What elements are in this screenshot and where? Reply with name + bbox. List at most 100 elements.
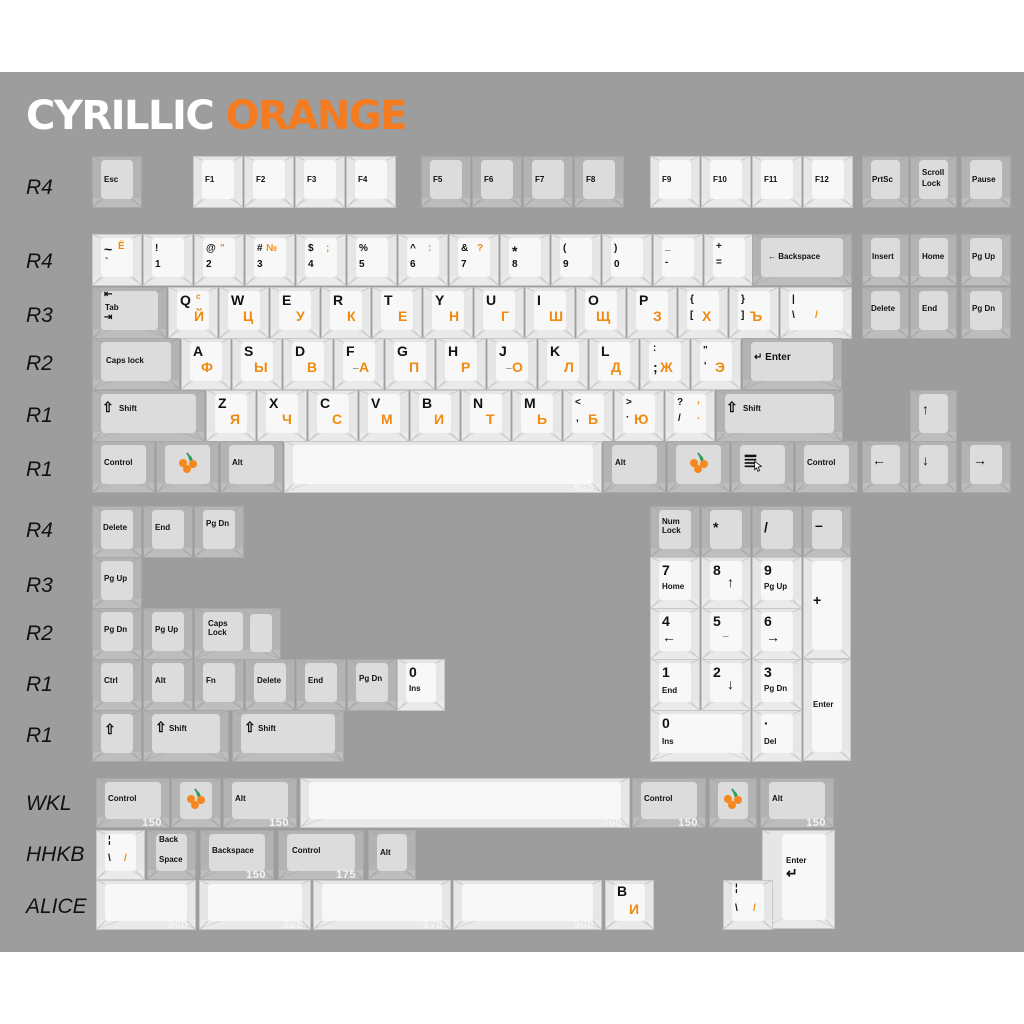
keycap-pg-dn[interactable]: Pg Dn — [194, 506, 244, 558]
keycap-f[interactable]: F_А — [334, 338, 384, 390]
keycap-insert[interactable]: Insert — [862, 234, 909, 286]
keycap-pg-dn[interactable]: Pg Dn — [347, 659, 397, 711]
keycap-ctrl[interactable]: Ctrl — [92, 659, 142, 711]
keycap-delete[interactable]: Delete — [862, 287, 909, 339]
keycap-pg-up[interactable]: Pg Up — [143, 608, 193, 660]
keycap-symbol[interactable]: * — [701, 506, 751, 558]
keycap-end[interactable]: End — [910, 287, 957, 339]
keycap-enter[interactable]: ↵ Enter — [742, 338, 842, 390]
keycap-cherry[interactable] — [156, 441, 219, 493]
keycap-symbol[interactable]: :;Ж — [640, 338, 690, 390]
keycap-pause[interactable]: Pause — [961, 156, 1011, 208]
keycap-f11[interactable]: F11 — [752, 156, 802, 208]
keycap-alt[interactable]: Alt — [143, 659, 193, 711]
keycap-cherry[interactable] — [709, 778, 757, 828]
keycap-end[interactable]: End — [143, 506, 193, 558]
keycap-spacebar[interactable]: 625 — [284, 441, 602, 494]
keycap-symbol[interactable]: ⇧ — [92, 710, 142, 762]
keycap-f9[interactable]: F9 — [650, 156, 700, 208]
keycap-symbol[interactable]: $;4 — [296, 234, 346, 286]
keycap-symbol[interactable]: }]Ъ — [729, 287, 779, 339]
keycap-alt[interactable]: Alt — [603, 441, 666, 493]
keycap-spacebar[interactable]: 700 — [300, 778, 630, 829]
keycap-f4[interactable]: F4 — [346, 156, 396, 208]
keycap-esc[interactable]: Esc — [92, 156, 142, 208]
keycap-alt[interactable]: Alt — [368, 830, 416, 880]
keycap-symbol[interactable]: <,Б — [563, 390, 613, 442]
keycap-symbol[interactable]: )0 — [602, 234, 652, 286]
keycap-backspace[interactable]: ← Backspace — [752, 234, 852, 286]
keycap-prtsc[interactable]: PrtSc — [862, 156, 909, 208]
keycap-j[interactable]: J_О — [487, 338, 537, 390]
keycap-symbol[interactable]: &?7 — [449, 234, 499, 286]
keycap-f3[interactable]: F3 — [295, 156, 345, 208]
keycap-symbol[interactable]: ¦\/ — [96, 830, 145, 880]
keycap-symbol[interactable]: ↑ — [910, 390, 957, 442]
keycap-alt[interactable]: Alt — [220, 441, 283, 493]
keycap-symbol[interactable]: ↓ — [910, 441, 957, 493]
keycap-symbol[interactable]: |\/ — [780, 287, 852, 339]
keycap-caps-lock[interactable]: Caps lock — [92, 338, 180, 390]
keycap-fn[interactable]: Fn — [194, 659, 244, 711]
keycap-symbol[interactable]: ⇧Shift — [716, 390, 843, 442]
keycap-pg-dn[interactable]: Pg Dn — [961, 287, 1011, 339]
keycap-control[interactable]: Control — [92, 441, 155, 493]
keycap-symbol[interactable]: ¦\/ — [723, 880, 773, 930]
keycap-symbol[interactable]: ·Del — [752, 710, 802, 762]
keycap-f8[interactable]: F8 — [574, 156, 624, 208]
keycap-f1[interactable]: F1 — [193, 156, 243, 208]
keycap-symbol[interactable]: ~Ё` — [92, 234, 142, 286]
keycap-symbol[interactable]: *8 — [500, 234, 550, 286]
keycap-spacebar[interactable]: 225 — [199, 880, 311, 931]
keycap-symbol[interactable]: "'Э — [691, 338, 741, 390]
keycap-8[interactable]: 8↑ — [701, 557, 751, 609]
keycap-symbol[interactable]: !1 — [143, 234, 193, 286]
keycap-symbol[interactable]: ⇤Tab⇥ — [92, 287, 167, 339]
keycap-f12[interactable]: F12 — [803, 156, 853, 208]
keycap-symbol[interactable]: → — [961, 441, 1011, 493]
keycap-enter[interactable]: Enter — [803, 659, 851, 761]
keycap-symbol[interactable]: – — [803, 506, 851, 558]
keycap-symbol[interactable]: _- — [653, 234, 703, 286]
keycap-f7[interactable]: F7 — [523, 156, 573, 208]
keycap-symbol[interactable]: >·Ю — [614, 390, 664, 442]
keycap-4[interactable]: 4← — [650, 608, 700, 660]
keycap-f6[interactable]: F6 — [472, 156, 522, 208]
keycap-delete[interactable]: Delete — [245, 659, 295, 711]
keycap-5[interactable]: 5_ — [701, 608, 751, 660]
keycap-symbol[interactable]: ⇧Shift — [143, 710, 229, 762]
keycap-symbol[interactable]: ← — [862, 441, 909, 493]
keycap-control[interactable]: Control — [795, 441, 858, 493]
keycap-symbol[interactable]: / — [752, 506, 802, 558]
keycap-f10[interactable]: F10 — [701, 156, 751, 208]
